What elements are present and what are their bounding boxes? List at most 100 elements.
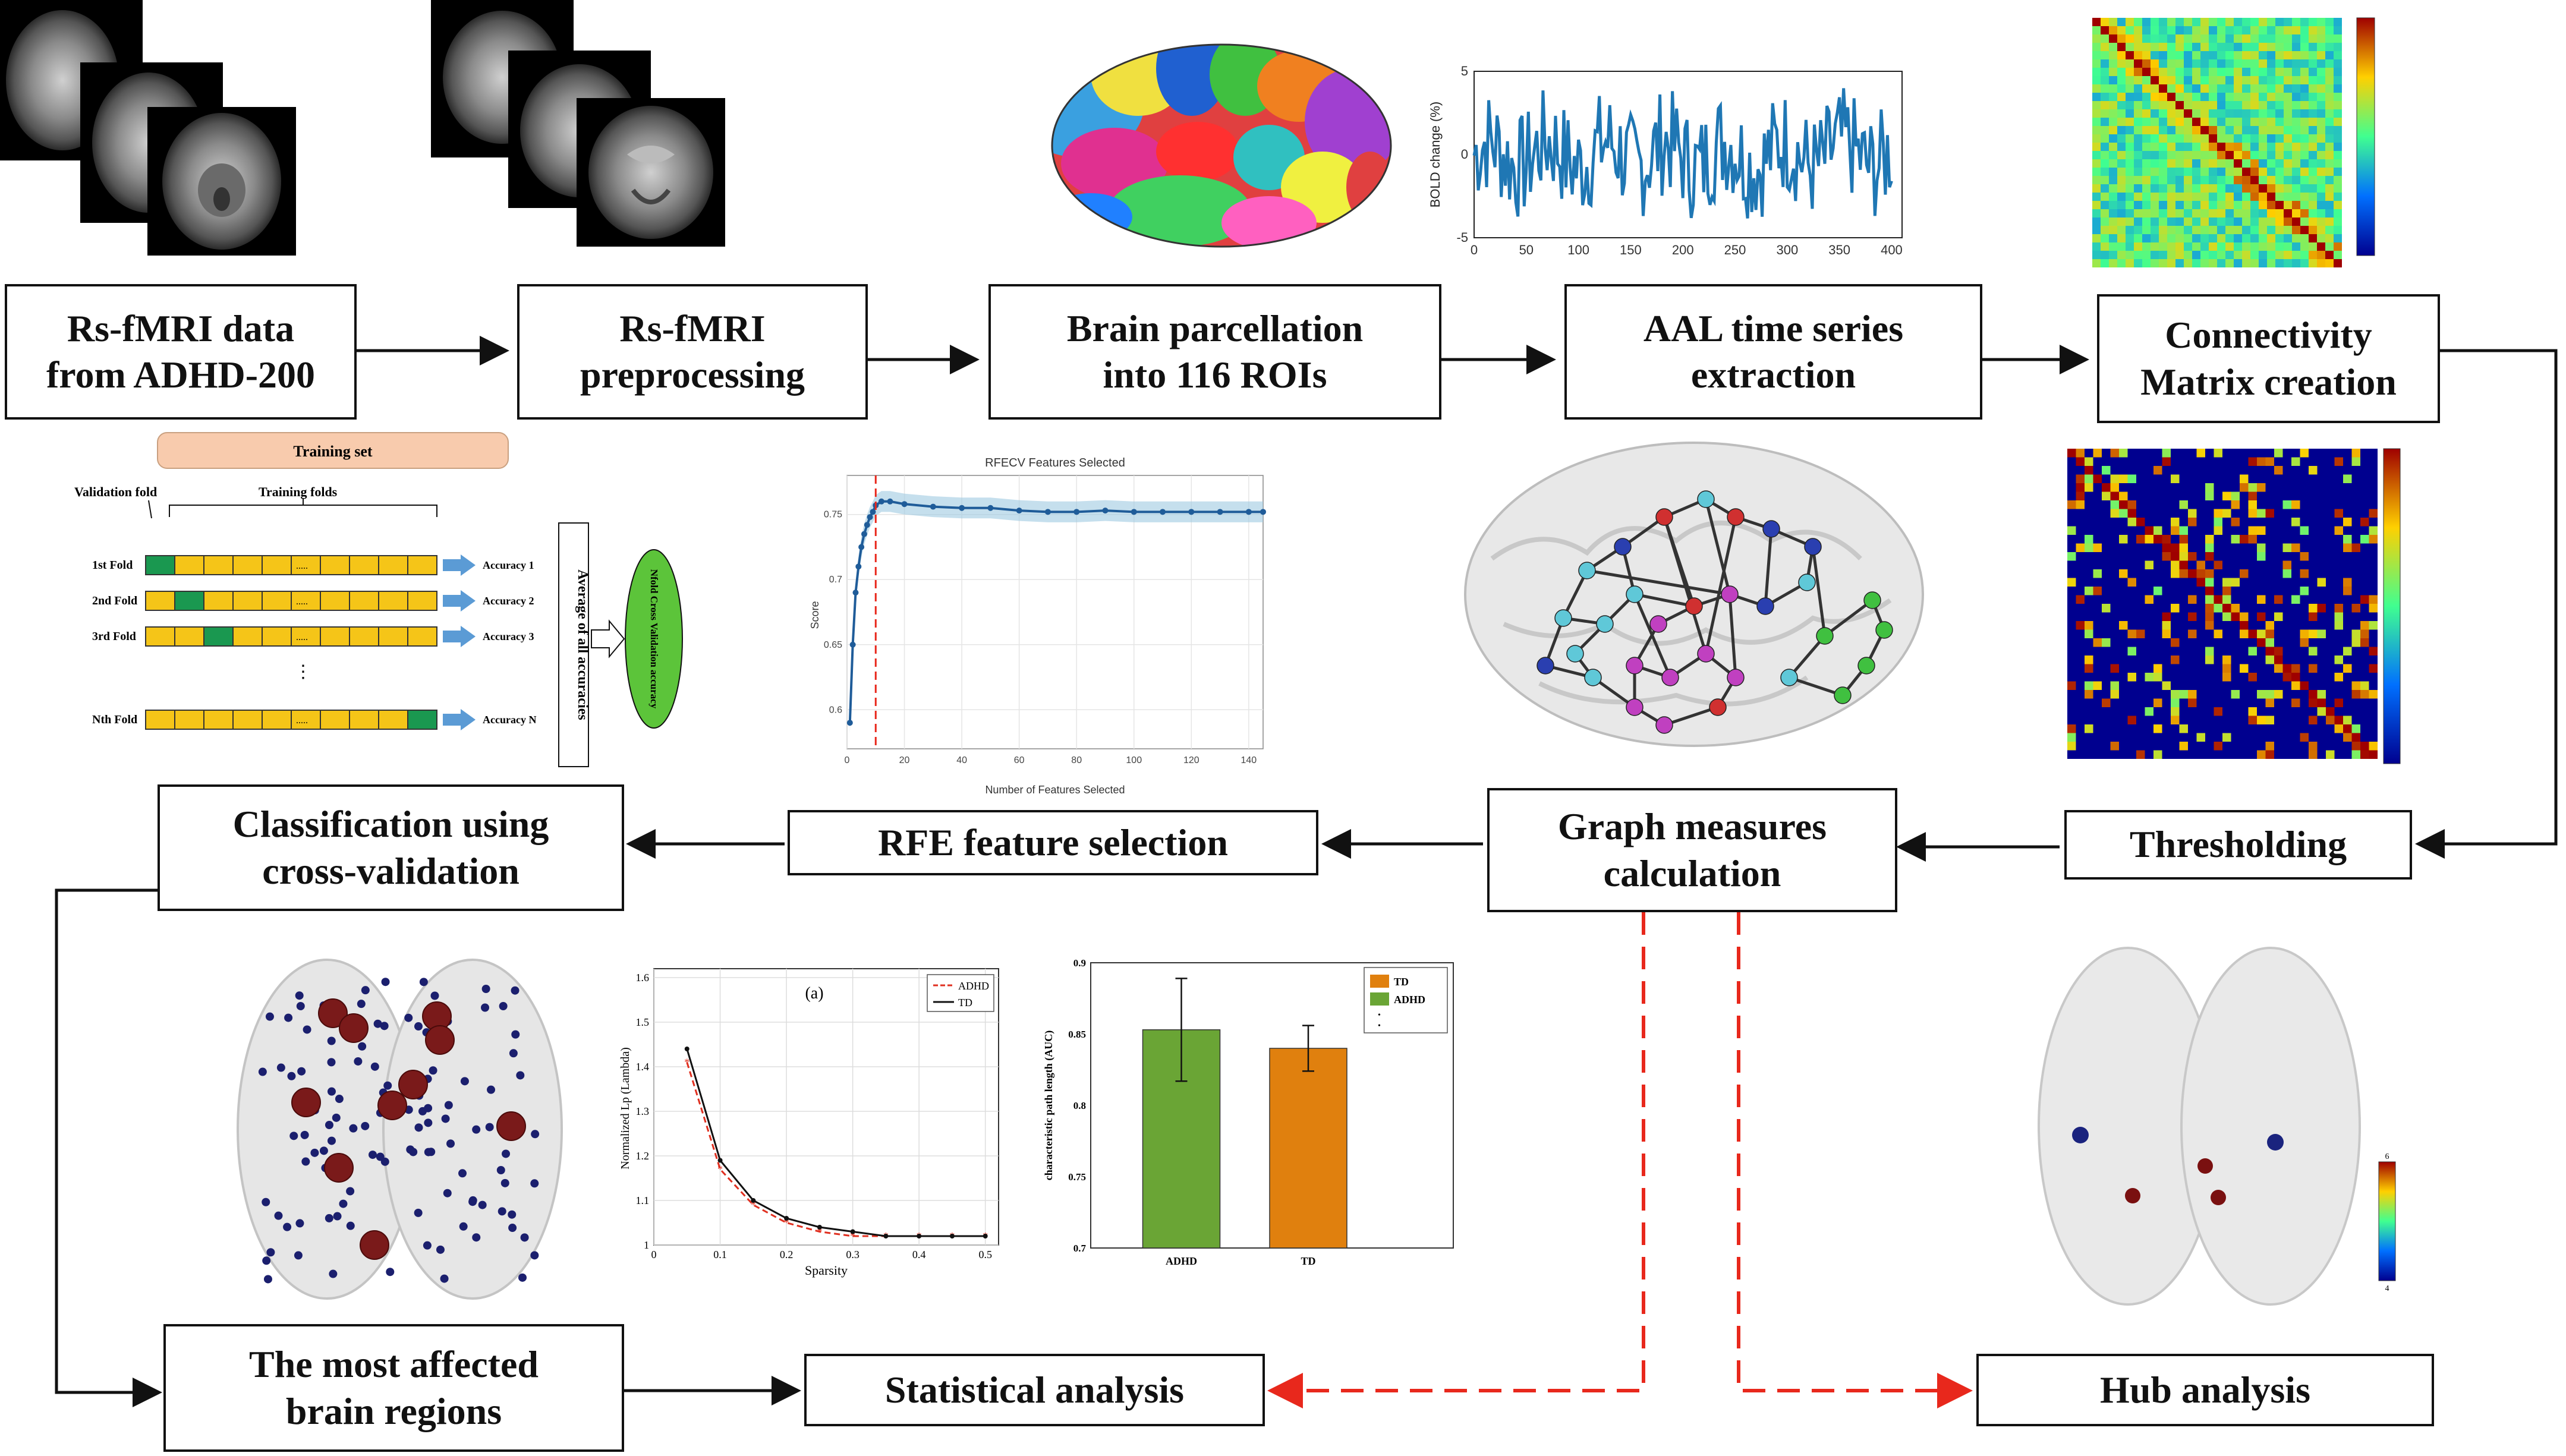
conn-cell	[2217, 218, 2225, 226]
conn-cell	[2334, 168, 2342, 176]
adhd-point: *	[717, 1164, 723, 1175]
conn-cell	[2259, 26, 2267, 34]
thr-cell	[2179, 543, 2188, 552]
conn-cell	[2142, 43, 2151, 51]
conn-cell	[2142, 51, 2151, 59]
conn-cell	[2234, 134, 2242, 143]
legend-td-bar: TD	[1394, 976, 1409, 988]
thr-cell	[2291, 647, 2300, 655]
conn-cell	[2259, 18, 2267, 26]
conn-cell	[2175, 143, 2184, 151]
thr-cell	[2110, 491, 2119, 500]
conn-cell	[2309, 18, 2317, 26]
thr-cell	[2274, 535, 2283, 544]
thr-cell	[2343, 509, 2352, 518]
fold-cell	[291, 626, 321, 647]
conn-cell	[2109, 118, 2117, 126]
fold-cell	[378, 591, 408, 611]
conn-cell	[2092, 68, 2101, 76]
conn-cell	[2092, 118, 2101, 126]
thr-cell	[2231, 707, 2240, 716]
conn-cell	[2217, 76, 2225, 84]
thr-cell	[2265, 569, 2274, 578]
td-point	[850, 1229, 855, 1234]
thr-cell	[2067, 595, 2076, 604]
rfecv-point	[1188, 509, 1195, 515]
thr-cell	[2240, 655, 2249, 664]
thr-cell	[2265, 698, 2274, 707]
thr-cell	[2351, 509, 2360, 518]
region-node	[327, 1036, 336, 1045]
rfecv-point	[855, 563, 862, 570]
thr-cell	[2067, 629, 2076, 638]
conn-cell	[2200, 184, 2209, 193]
conn-cell	[2234, 93, 2242, 101]
conn-cell	[2192, 34, 2200, 43]
region-node	[440, 1274, 449, 1283]
thr-cell	[2162, 690, 2171, 699]
thr-cell	[2076, 457, 2085, 466]
thr-cell	[2179, 474, 2188, 483]
conn-cell	[2250, 242, 2259, 251]
thr-cell	[2369, 629, 2378, 638]
conn-cell	[2126, 151, 2134, 159]
conn-cell	[2309, 151, 2317, 159]
thr-cell	[2196, 621, 2205, 630]
thr-cell	[2248, 647, 2257, 655]
thr-cell	[2102, 474, 2111, 483]
adhd-point: *	[751, 1199, 756, 1211]
thr-cell	[2076, 681, 2085, 690]
thr-cell	[2360, 638, 2369, 647]
thr-cell	[2214, 535, 2222, 544]
thr-cell	[2196, 629, 2205, 638]
thr-cell	[2102, 733, 2111, 742]
thr-cell	[2162, 518, 2171, 527]
conn-cell	[2292, 209, 2300, 218]
thr-cell	[2085, 518, 2093, 527]
bold-y-tick: 0	[1461, 147, 1468, 162]
conn-cell	[2225, 209, 2234, 218]
rfecv-x-tick: 0	[845, 755, 850, 765]
thr-cell	[2153, 698, 2162, 707]
thr-cell	[2240, 698, 2249, 707]
thr-cell	[2214, 509, 2222, 518]
conn-cell	[2300, 151, 2309, 159]
region-node	[511, 986, 520, 995]
conn-cell	[2225, 84, 2234, 93]
conn-cell	[2309, 184, 2317, 193]
conn-cell	[2334, 134, 2342, 143]
thr-cell	[2326, 595, 2335, 604]
thr-cell	[2282, 509, 2291, 518]
thr-cell	[2317, 673, 2326, 682]
conn-cell	[2309, 84, 2317, 93]
conn-cell	[2117, 159, 2126, 168]
conn-cell	[2267, 59, 2275, 68]
thr-cell	[2153, 509, 2162, 518]
conn-cell	[2325, 143, 2334, 151]
network-node	[1863, 591, 1881, 609]
thr-cell	[2369, 483, 2378, 492]
thr-cell	[2179, 707, 2188, 716]
conn-cell	[2317, 118, 2325, 126]
thr-cell	[2093, 587, 2102, 595]
thr-cell	[2188, 500, 2197, 509]
region-node	[376, 1152, 385, 1161]
auc-y-tick: 0.85	[1068, 1029, 1086, 1040]
conn-cell	[2234, 176, 2242, 184]
thr-cell	[2119, 595, 2128, 604]
thr-cell	[2067, 655, 2076, 664]
thr-cell	[2257, 681, 2266, 690]
conn-cell	[2101, 18, 2109, 26]
thr-cell	[2274, 638, 2283, 647]
thr-cell	[2214, 587, 2222, 595]
thr-cell	[2300, 457, 2309, 466]
rfecv-y-tick: 0.65	[824, 640, 842, 650]
conn-cell	[2142, 59, 2151, 68]
conn-cell	[2109, 59, 2117, 68]
hub-analysis-box: Hub analysis	[1976, 1354, 2434, 1426]
conn-cell	[2101, 126, 2109, 134]
thr-cell	[2145, 742, 2153, 751]
network-node	[1709, 698, 1727, 716]
thr-cell	[2309, 681, 2318, 690]
thr-cell	[2102, 724, 2111, 733]
